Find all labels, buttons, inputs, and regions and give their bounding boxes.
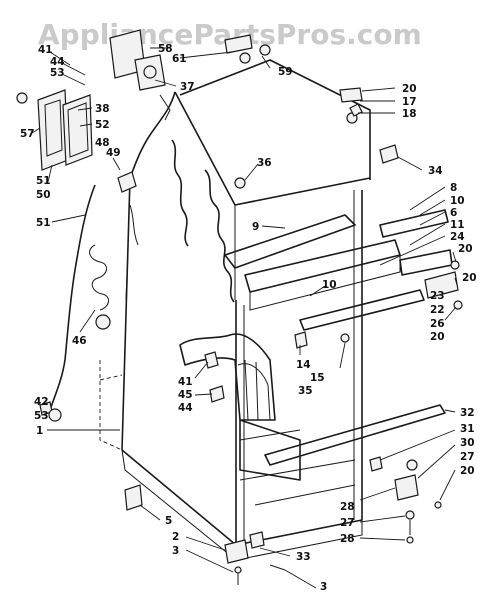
callout-28: 28 bbox=[340, 533, 355, 545]
thermostat-assembly bbox=[109, 29, 271, 121]
callout-17: 17 bbox=[402, 96, 417, 108]
callout-53: 53 bbox=[50, 67, 65, 79]
callout-57: 57 bbox=[20, 128, 35, 140]
cabinet-body bbox=[99, 59, 371, 561]
callout-22: 23 bbox=[430, 290, 445, 302]
callout-20-e: 20 bbox=[460, 465, 475, 477]
callout-10: 10 bbox=[322, 279, 337, 291]
callout-13: 11 bbox=[450, 219, 465, 231]
light-housing bbox=[16, 89, 93, 171]
callout-24: 26 bbox=[430, 318, 445, 330]
callout-31: 31 bbox=[460, 423, 475, 435]
callouts: 41 44 53 57 38 52 48 49 51 50 51 37 58 6… bbox=[20, 43, 477, 593]
callout-61: 61 bbox=[172, 53, 187, 65]
callout-36: 36 bbox=[257, 157, 272, 169]
right-brackets bbox=[379, 209, 463, 310]
callout-11: 10 bbox=[450, 195, 465, 207]
power-cord bbox=[49, 171, 137, 411]
callout-50: 52 bbox=[95, 119, 110, 131]
callout-35: 35 bbox=[298, 385, 313, 397]
callout-21: 22 bbox=[430, 304, 445, 316]
callout-3: 3 bbox=[320, 581, 327, 593]
callout-52: 53 bbox=[34, 410, 49, 422]
callout-41-b: 41 bbox=[178, 376, 193, 388]
callout-58: 58 bbox=[158, 43, 173, 55]
callout-23: 24 bbox=[450, 231, 465, 243]
callout-41-c: 42 bbox=[34, 396, 49, 408]
callout-18: 18 bbox=[402, 108, 417, 120]
callout-14: 14 bbox=[296, 359, 311, 371]
callout-1: 1 bbox=[36, 425, 43, 437]
callout-6: 6 bbox=[450, 207, 457, 219]
callout-32: 32 bbox=[460, 407, 475, 419]
callout-20-b: 20 bbox=[458, 243, 473, 255]
callout-48: 50 bbox=[36, 189, 51, 201]
callout-45: 44 bbox=[50, 56, 65, 68]
callout-26: 27 bbox=[460, 451, 475, 463]
shelf-rails bbox=[224, 214, 446, 506]
callout-49: 51 bbox=[36, 175, 51, 187]
duct-cutaway bbox=[179, 333, 301, 481]
callout-15: 15 bbox=[310, 372, 325, 384]
callout-20-d: 20 bbox=[430, 331, 445, 343]
callout-4: 3 bbox=[172, 545, 179, 557]
callout-59: 59 bbox=[278, 66, 293, 78]
callout-33: 33 bbox=[296, 551, 311, 563]
callout-43: 45 bbox=[178, 389, 193, 401]
small-parts bbox=[39, 87, 442, 585]
callout-51: 51 bbox=[36, 217, 51, 229]
callout-41-a: 41 bbox=[38, 44, 53, 56]
callout-20-a: 20 bbox=[402, 83, 417, 95]
callout-46: 48 bbox=[95, 137, 110, 149]
callout-30: 30 bbox=[460, 437, 475, 449]
callout-34: 34 bbox=[428, 165, 443, 177]
callout-27: 27 bbox=[340, 517, 355, 529]
callout-37: 37 bbox=[180, 81, 195, 93]
callout-42: 44 bbox=[178, 402, 193, 414]
callout-29: 28 bbox=[340, 501, 355, 513]
callout-47: 49 bbox=[106, 147, 121, 159]
callout-38: 38 bbox=[95, 103, 110, 115]
callout-5: 5 bbox=[165, 515, 172, 527]
callout-2: 2 bbox=[172, 531, 179, 543]
callout-9: 8 bbox=[450, 182, 457, 194]
callout-44: 46 bbox=[72, 335, 87, 347]
callout-8: 9 bbox=[252, 221, 259, 233]
callout-20-c: 20 bbox=[462, 272, 477, 284]
